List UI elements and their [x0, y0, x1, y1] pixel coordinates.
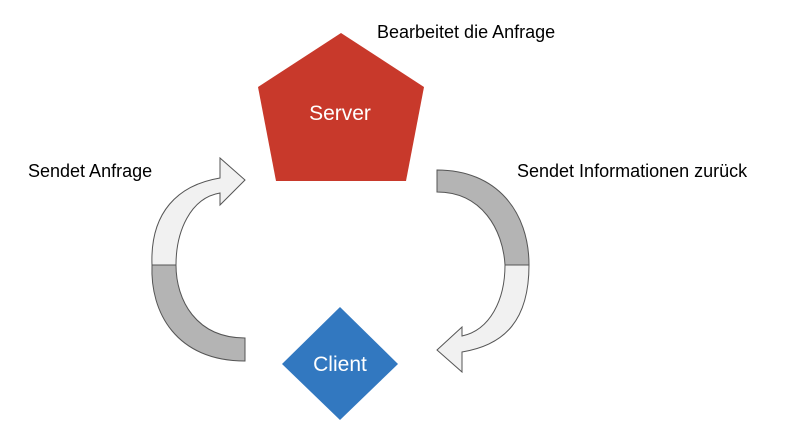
server-pentagon	[258, 33, 424, 181]
process-caption: Bearbeitet die Anfrage	[377, 22, 556, 42]
response-arrow-front-face	[436, 264, 530, 374]
request-arrow	[151, 156, 246, 362]
response-caption: Sendet Informationen zurück	[517, 161, 748, 181]
client-node: Client	[282, 307, 398, 420]
response-arrow-back-face	[436, 169, 530, 266]
client-diamond	[282, 307, 398, 420]
response-arrow	[436, 169, 530, 374]
request-arrow-front-face	[151, 156, 246, 266]
server-label: Server	[309, 102, 371, 125]
request-caption: Sendet Anfrage	[28, 161, 153, 181]
request-arrow-back-face	[151, 264, 246, 362]
client-label: Client	[313, 353, 367, 376]
server-node: Server	[258, 33, 424, 181]
